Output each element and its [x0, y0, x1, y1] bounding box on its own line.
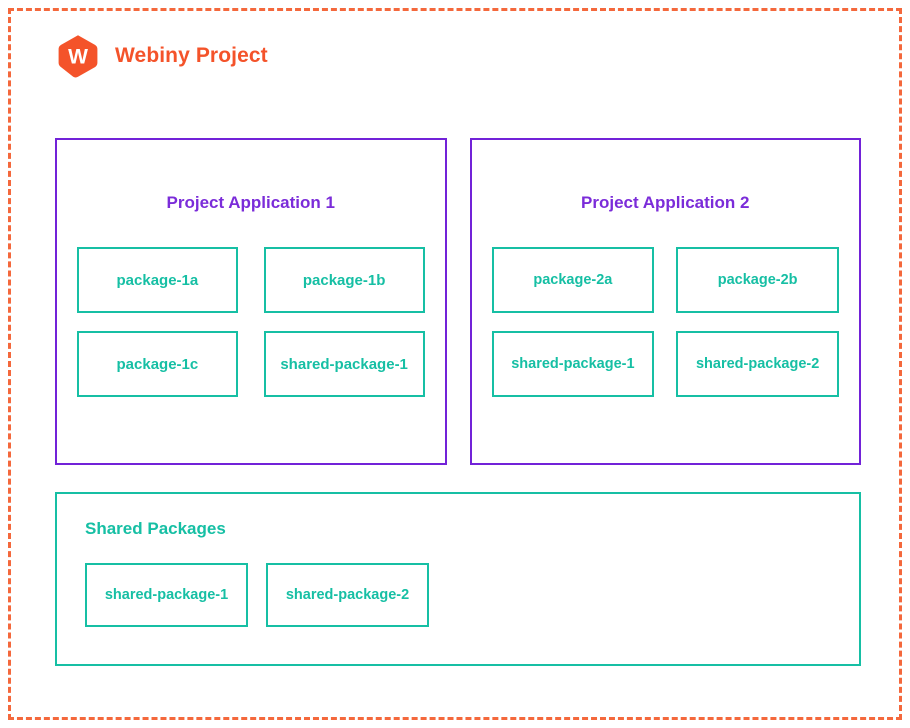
- project-root-boundary: W Webiny Project Project Application 1 p…: [8, 8, 902, 720]
- project-header: W Webiny Project: [55, 33, 268, 79]
- package-box[interactable]: package-1c: [77, 331, 238, 397]
- package-box[interactable]: shared-package-1: [263, 331, 425, 397]
- project-application-2: Project Application 2 package-2a package…: [469, 138, 861, 465]
- application-2-package-grid: package-2a package-2b shared-package-1 s…: [491, 247, 839, 397]
- webiny-hexagon-logo-icon: W: [58, 35, 98, 78]
- package-box[interactable]: package-1b: [263, 247, 425, 313]
- package-box[interactable]: package-2b: [676, 247, 839, 313]
- svg-text:W: W: [68, 46, 88, 69]
- package-box[interactable]: package-2a: [491, 247, 655, 313]
- package-box[interactable]: shared-package-1: [491, 331, 655, 397]
- package-box[interactable]: shared-package-1: [85, 563, 248, 627]
- project-applications-row: Project Application 1 package-1a package…: [55, 138, 861, 465]
- shared-packages-grid: shared-package-1 shared-package-2: [85, 563, 859, 627]
- application-title: Project Application 2: [581, 193, 750, 212]
- application-1-package-grid: package-1a package-1b package-1c shared-…: [77, 247, 425, 397]
- page-title: Webiny Project: [115, 44, 268, 67]
- package-box[interactable]: shared-package-2: [676, 331, 839, 397]
- application-title: Project Application 1: [166, 193, 335, 212]
- shared-packages-title: Shared Packages: [85, 519, 226, 538]
- shared-packages-panel: Shared Packages shared-package-1 shared-…: [55, 492, 861, 666]
- package-box[interactable]: shared-package-2: [266, 563, 429, 627]
- package-box[interactable]: package-1a: [77, 247, 238, 313]
- project-application-1: Project Application 1 package-1a package…: [55, 138, 447, 465]
